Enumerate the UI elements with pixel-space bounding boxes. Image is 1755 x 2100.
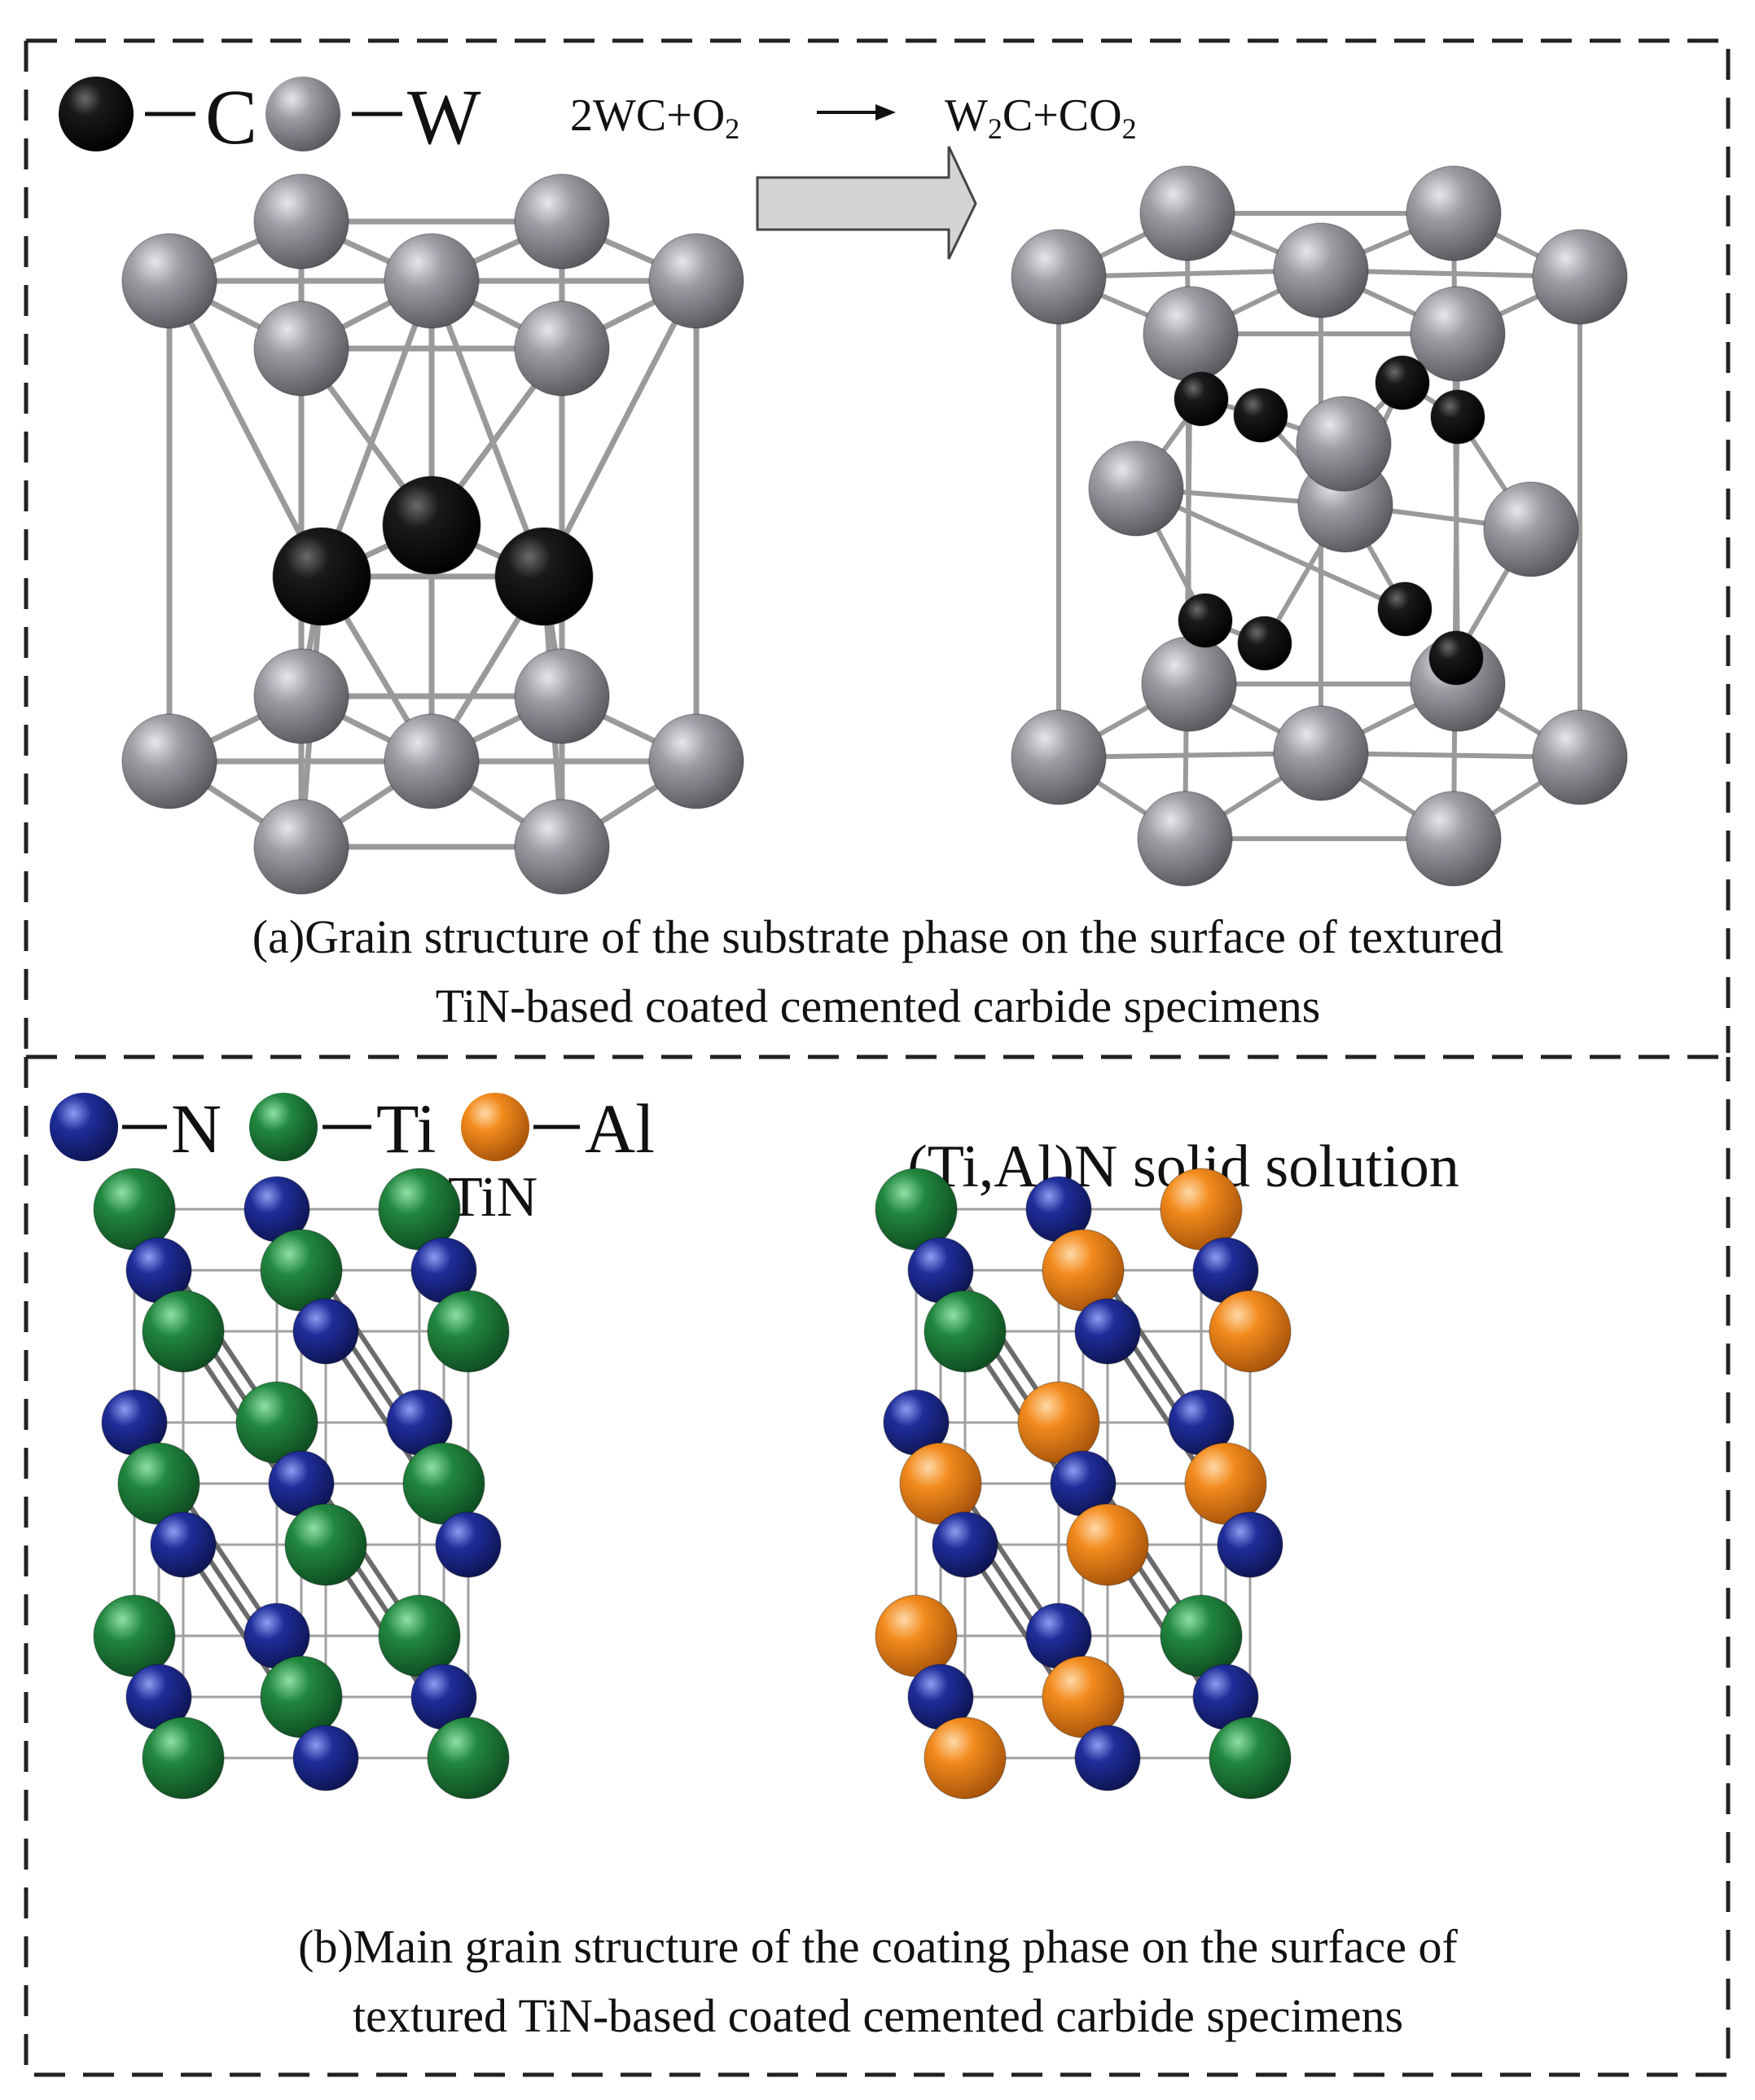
tungsten-legend-ball: [265, 77, 340, 151]
tungsten-atom: [514, 799, 610, 895]
tin-atoms: [93, 1168, 510, 1800]
tungsten-atom: [1483, 481, 1579, 577]
carbon-atom: [1375, 355, 1430, 410]
tungsten-atom: [1296, 396, 1392, 492]
carbon-atom: [272, 527, 371, 626]
nitrogen-atom: [150, 1511, 217, 1578]
w2c-crystal-structure: [1011, 165, 1628, 887]
tungsten-atom: [253, 300, 349, 397]
carbon-atom: [1174, 371, 1229, 427]
carbon-atom: [1377, 581, 1433, 637]
wc-atoms: [121, 173, 744, 895]
tungsten-atom: [1273, 705, 1369, 801]
nitrogen-legend-label: N: [171, 1089, 222, 1168]
tungsten-atom: [648, 713, 744, 809]
caption-a-line2: TiN-based coated cemented carbide specim…: [436, 980, 1321, 1032]
tungsten-atom: [1143, 286, 1239, 382]
titanium-atom: [142, 1716, 225, 1800]
tungsten-atom: [1141, 636, 1237, 732]
titanium-atom: [924, 1290, 1007, 1373]
titanium-legend-label: Ti: [376, 1089, 436, 1168]
bond-line: [318, 278, 435, 580]
tungsten-atom: [514, 173, 610, 270]
tialn-atoms: [875, 1168, 1292, 1800]
nitrogen-legend-ball: [50, 1093, 118, 1161]
legend-b: N Ti Al: [50, 1089, 655, 1168]
carbon-legend-label: C: [205, 73, 257, 160]
caption-b-line2: textured TiN-based coated cemented carbi…: [353, 1989, 1403, 2042]
nitrogen-atom: [292, 1725, 359, 1791]
titanium-legend-ball: [249, 1093, 318, 1161]
titanium-atom: [427, 1716, 510, 1800]
tungsten-atom: [1410, 286, 1506, 382]
aluminum-legend-label: Al: [585, 1089, 655, 1168]
tungsten-atom: [514, 300, 610, 397]
tungsten-atom: [1011, 709, 1107, 805]
carbon-atom: [382, 476, 481, 575]
nitrogen-atom: [1217, 1511, 1283, 1578]
tungsten-atom: [253, 799, 349, 895]
titanium-atom: [142, 1290, 225, 1373]
nitrogen-atom: [292, 1298, 359, 1365]
aluminum-legend-ball: [461, 1093, 529, 1161]
w2c-atoms: [1011, 165, 1628, 887]
tin-structure-label: TiN: [448, 1166, 537, 1229]
tungsten-atom: [1406, 165, 1502, 261]
tungsten-atom: [1137, 791, 1233, 887]
transformation-arrow: [756, 146, 977, 260]
tialn-crystal-structure: [875, 1168, 1292, 1800]
aluminum-atom: [924, 1716, 1007, 1800]
panel-b-frame: [24, 1057, 1731, 2077]
tungsten-atom: [1406, 791, 1502, 887]
tungsten-legend-label: W: [407, 73, 481, 160]
tungsten-atom: [1139, 165, 1235, 261]
aluminum-atom: [1066, 1503, 1149, 1586]
caption-b: (b)Main grain structure of the coating p…: [298, 1920, 1458, 2042]
tungsten-atom: [514, 648, 610, 744]
caption-a: (a)Grain structure of the substrate phas…: [252, 910, 1503, 1032]
panel-a-frame: [24, 38, 1731, 1053]
bond-line: [541, 278, 700, 580]
carbon-atom: [1430, 389, 1485, 445]
titanium-atom: [427, 1290, 510, 1373]
reaction-arrow-head: [875, 104, 896, 121]
carbon-legend-ball: [59, 77, 134, 151]
nitrogen-atom: [932, 1511, 998, 1578]
reaction-equation: 2WC+O2 W2C+CO2: [570, 90, 1137, 145]
titanium-atom: [1209, 1716, 1292, 1800]
nitrogen-atom: [1074, 1725, 1141, 1791]
titanium-atom: [284, 1503, 367, 1586]
tungsten-atom: [384, 233, 480, 329]
tungsten-atom: [253, 173, 349, 270]
legend-a: C W: [59, 73, 481, 160]
reaction-products: W2C+CO2: [945, 90, 1137, 145]
tungsten-atom: [1273, 222, 1369, 318]
tungsten-atom: [384, 713, 480, 809]
tungsten-atom: [1532, 709, 1628, 805]
bond-line: [428, 278, 547, 580]
tungsten-atom: [1088, 441, 1184, 537]
caption-b-line1: (b)Main grain structure of the coating p…: [298, 1920, 1458, 1973]
carbon-atom: [1237, 616, 1292, 671]
wc-crystal-structure: [121, 173, 744, 895]
carbon-atom: [1178, 593, 1233, 648]
nitrogen-atom: [435, 1511, 502, 1578]
caption-a-line1: (a)Grain structure of the substrate phas…: [252, 910, 1503, 963]
carbon-atom: [1233, 388, 1288, 443]
tungsten-atom: [121, 233, 217, 329]
tungsten-atom: [253, 648, 349, 744]
tin-crystal-structure: [93, 1168, 510, 1800]
aluminum-atom: [1209, 1290, 1292, 1373]
bond-line: [1134, 486, 1407, 612]
carbon-atom: [1428, 630, 1484, 686]
nitrogen-atom: [1074, 1298, 1141, 1365]
tungsten-atom: [121, 713, 217, 809]
reaction-reactants: 2WC+O2: [570, 90, 739, 145]
tungsten-atom: [1011, 229, 1107, 325]
bond-line: [166, 278, 325, 580]
carbon-atom: [494, 527, 594, 626]
tungsten-atom: [1532, 229, 1628, 325]
tungsten-atom: [648, 233, 744, 329]
